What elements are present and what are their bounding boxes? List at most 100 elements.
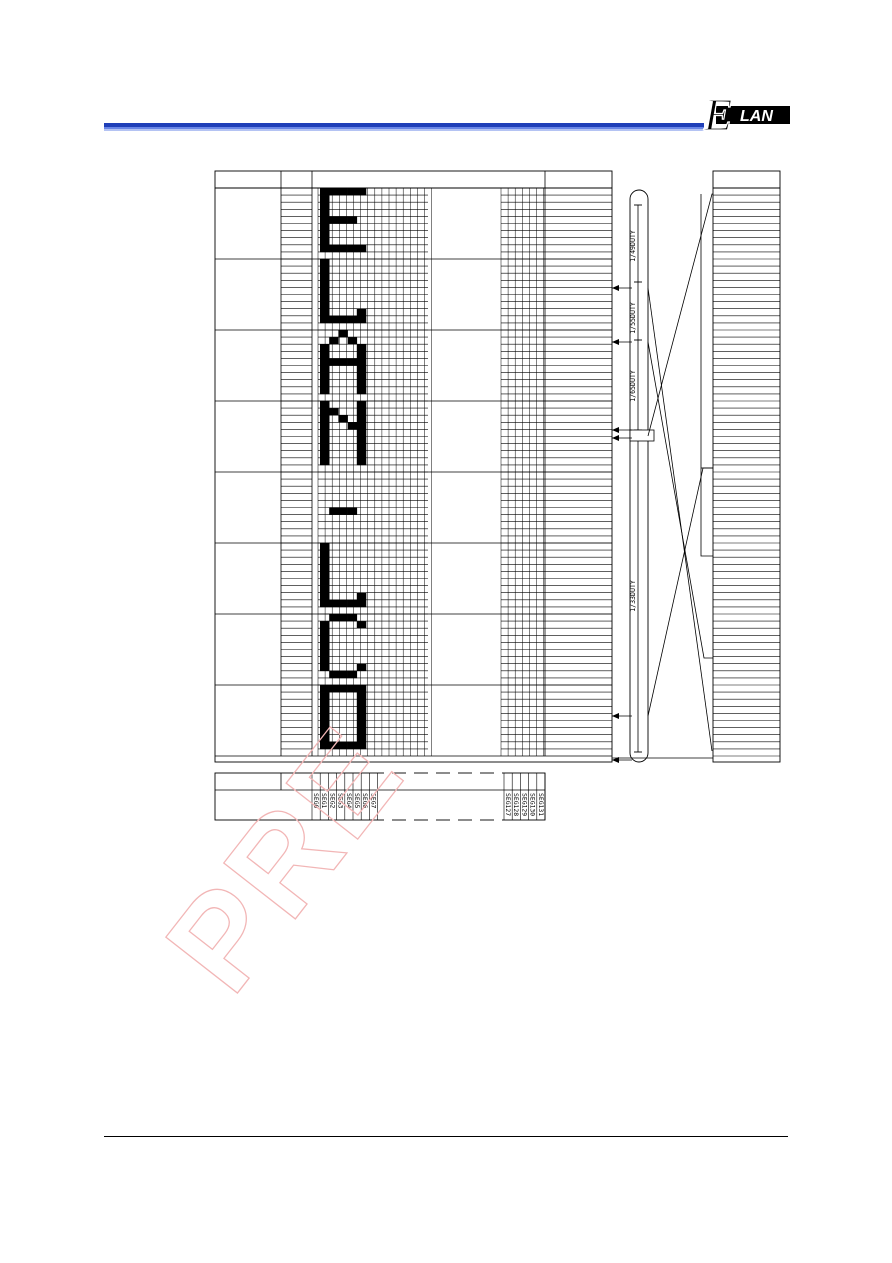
com-table-frame <box>712 170 781 763</box>
lcd-pixel <box>338 415 348 423</box>
lcd-pixel <box>320 564 330 572</box>
duty-label: 1/33DUTY <box>629 580 637 612</box>
com-line <box>647 287 713 752</box>
segment-label: SEG3 <box>337 793 345 809</box>
lcd-pixel <box>329 507 339 515</box>
com-arrow-head <box>612 713 619 719</box>
lcd-pixel <box>356 415 367 423</box>
figure-frame <box>214 170 613 763</box>
lcd-pixel <box>329 408 339 416</box>
com-arrow-head <box>612 757 619 763</box>
lcd-pixel <box>347 685 358 693</box>
lcd-pixel <box>320 692 330 700</box>
lcd-pixel <box>347 315 358 324</box>
lcd-pixel <box>320 195 330 203</box>
lcd-pixel <box>320 663 330 672</box>
segment-label: SEG5 <box>353 793 361 809</box>
lcd-pixel <box>329 614 339 622</box>
segment-label: SEG131 <box>537 793 545 816</box>
common-row-grid <box>214 170 613 763</box>
lcd-pixel <box>320 585 330 593</box>
lcd-pixel <box>356 599 367 608</box>
header-rule-dark <box>104 123 704 127</box>
lcd-pixel <box>356 706 367 714</box>
duty-label: 1/49DUTY <box>629 230 637 262</box>
lcd-pixel <box>356 457 367 466</box>
lcd-pixel <box>320 202 330 210</box>
lcd-pixel <box>320 656 330 664</box>
lcd-pixel <box>320 287 330 295</box>
lcd-pixel <box>320 273 330 281</box>
lcd-pixel <box>320 699 330 707</box>
lcd-pixel <box>347 614 358 622</box>
lcd-pixel <box>347 216 358 224</box>
header-rule-light <box>104 129 704 131</box>
lcd-pixel <box>320 557 330 565</box>
lcd-pixel <box>356 401 367 409</box>
lcd-pixel <box>356 422 367 430</box>
duty-label: 1/55DUTY <box>629 302 637 334</box>
lcd-pixel <box>338 330 348 338</box>
lcd-pixel <box>356 386 367 395</box>
logo-initial: E <box>703 89 732 140</box>
com-arrow-head <box>612 339 619 345</box>
lcd-pixel <box>356 592 367 601</box>
com-line <box>700 194 713 557</box>
logo-text: LAN <box>740 108 773 125</box>
lcd-pixel <box>338 315 348 324</box>
lcd-pixel <box>320 379 330 388</box>
lcd-pixel <box>347 188 358 196</box>
lcd-pixel <box>320 727 330 735</box>
lcd-pixel <box>320 372 330 380</box>
segment-label: SEG1 <box>320 793 328 809</box>
lcd-pixel <box>356 308 367 317</box>
lcd-pixel <box>320 734 330 743</box>
lcd-pixel <box>320 422 330 430</box>
lcd-pixel <box>356 244 367 253</box>
lcd-pixel <box>356 436 367 444</box>
lcd-pixel <box>320 713 330 721</box>
lcd-pixel <box>320 237 330 246</box>
lcd-pixel <box>356 741 367 750</box>
elan-logo: LAN E <box>702 88 790 141</box>
lcd-pixel <box>356 685 367 693</box>
lcd-pixel <box>320 301 330 309</box>
lcd-pixel <box>320 259 330 267</box>
lcd-pixel <box>356 365 367 373</box>
com-arrow-head <box>612 427 619 433</box>
duty-junction-box <box>629 429 655 442</box>
lcd-pixel <box>347 358 358 366</box>
lcd-pixel <box>356 621 367 629</box>
lcd-pixel <box>320 358 330 366</box>
lcd-pixel <box>356 188 367 196</box>
duty-bracket-frame <box>629 189 649 763</box>
lcd-pixel <box>356 344 367 352</box>
header-rule-mid <box>104 127 704 129</box>
lcd-pixel <box>320 649 330 657</box>
lcd-pixel <box>347 599 358 608</box>
lcd-pixel <box>320 621 330 629</box>
lcd-pixel <box>320 578 330 586</box>
segment-label: SEG127 <box>504 793 512 816</box>
lcd-pixel <box>320 216 330 224</box>
segment-label: SEG129 <box>520 793 528 816</box>
lcd-pixel <box>356 450 367 459</box>
lcd-pixel <box>356 720 367 728</box>
lcd-pixel <box>347 337 358 345</box>
lcd-pixel <box>320 408 330 416</box>
lcd-pixel <box>329 188 339 196</box>
lcd-pixel <box>356 713 367 721</box>
lcd-pixel <box>320 209 330 217</box>
segment-label: SEG130 <box>529 793 537 816</box>
lcd-pixel <box>329 244 339 253</box>
lcd-pixel <box>356 429 367 437</box>
segment-label: SEG0 <box>312 793 320 809</box>
lcd-pixel <box>320 720 330 728</box>
lcd-pixel <box>320 244 330 253</box>
lcd-pixel <box>320 266 330 274</box>
lcd-pixel <box>329 216 339 224</box>
lcd-pixel <box>356 372 367 380</box>
lcd-pixel <box>320 230 330 238</box>
lcd-pixel <box>320 294 330 302</box>
